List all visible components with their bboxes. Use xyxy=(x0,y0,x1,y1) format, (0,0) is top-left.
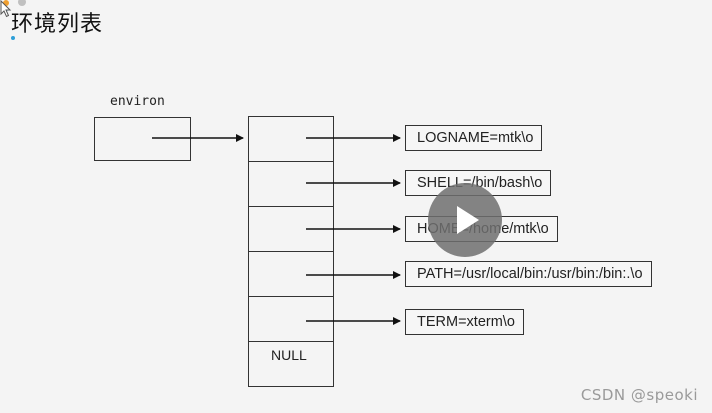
environ-pointer-array: NULL xyxy=(248,116,334,387)
array-cell xyxy=(249,117,333,162)
mouse-cursor-icon xyxy=(0,0,12,18)
array-cell xyxy=(249,297,333,342)
array-null-cell: NULL xyxy=(249,342,333,387)
environ-label: environ xyxy=(110,94,165,109)
environ-pointer-box xyxy=(94,117,191,161)
array-cell xyxy=(249,162,333,207)
slide-title: 环境列表 xyxy=(11,12,104,37)
env-string-logname: LOGNAME=mtk\o xyxy=(405,125,543,151)
watermark: CSDN @speoki xyxy=(580,386,698,404)
array-cell xyxy=(249,207,333,252)
play-icon xyxy=(457,206,479,234)
env-string-term: TERM=xterm\o xyxy=(405,309,524,335)
play-button[interactable] xyxy=(428,183,502,257)
array-cell xyxy=(249,252,333,297)
env-string-path: PATH=/usr/local/bin:/usr/bin:/bin:.\o xyxy=(405,261,652,287)
